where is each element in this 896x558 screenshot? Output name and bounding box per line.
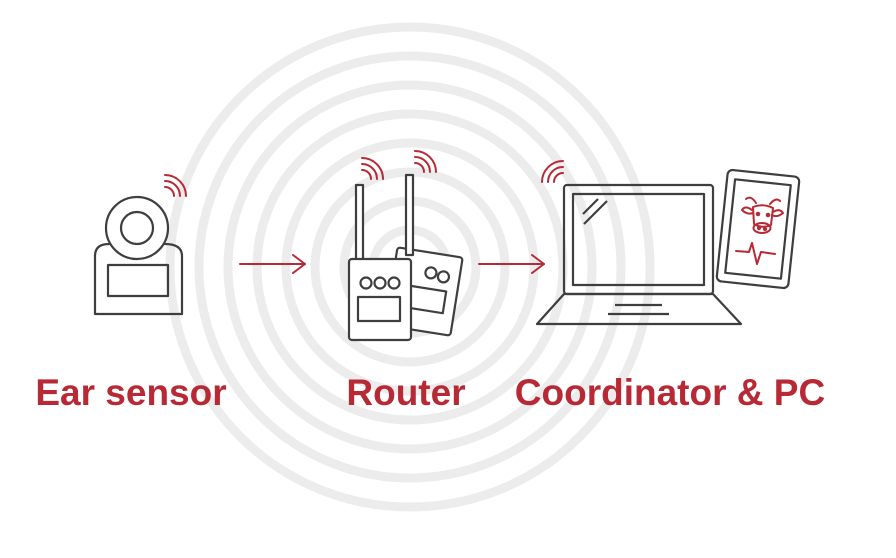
coordinator-pc-label: Coordinator & PC — [514, 372, 826, 413]
wireless-signal-icon — [541, 160, 564, 183]
background-ring — [223, 80, 597, 454]
arrow-ear-to-router — [239, 254, 306, 274]
laptop-icon — [535, 183, 743, 326]
wireless-signal-icon — [414, 150, 437, 173]
arrow-router-to-coordinator — [478, 254, 545, 274]
background-ring — [310, 167, 510, 367]
cow-icon — [741, 196, 784, 234]
background-ring — [194, 51, 626, 483]
ear-sensor-label: Ear sensor — [35, 372, 227, 413]
ear-sensor-icon — [93, 195, 184, 316]
background-ring — [281, 138, 539, 396]
wireless-signal-icon — [361, 157, 384, 180]
router-icon — [347, 173, 464, 342]
wireless-signal-icon — [164, 174, 187, 197]
background-ring — [165, 22, 655, 512]
heartbeat-icon — [735, 242, 776, 265]
router-label: Router — [346, 372, 466, 413]
